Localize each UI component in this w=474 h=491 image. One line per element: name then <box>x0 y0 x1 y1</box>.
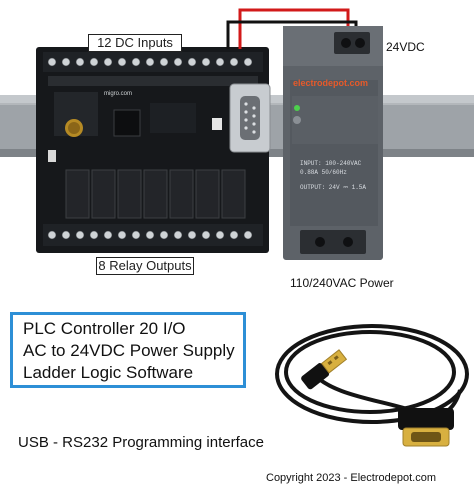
description-line-1: PLC Controller 20 I/O <box>23 319 186 338</box>
psu-input-line1: INPUT: 100-240VAC <box>300 160 362 167</box>
usb-plug <box>301 349 348 390</box>
watermark-text: electrodepot.com <box>293 78 369 88</box>
psu-output-line: OUTPUT: 24V ⎓ 1.5A <box>300 184 366 191</box>
power-supply-module <box>283 26 383 260</box>
db9-port <box>229 83 271 153</box>
copyright-text: Copyright 2023 - Electrodepot.com <box>266 472 436 484</box>
outputs-label: 8 Relay Outputs <box>96 257 194 275</box>
db9-plug <box>398 408 454 447</box>
vdc-label: 24VDC <box>386 40 425 54</box>
description-box: PLC Controller 20 I/O AC to 24VDC Power … <box>10 312 246 388</box>
description-line-2: AC to 24VDC Power Supply <box>23 341 235 360</box>
cable-caption: USB - RS232 Programming interface <box>18 434 264 451</box>
plc-board <box>36 47 269 253</box>
description-line-3: Ladder Logic Software <box>23 363 194 382</box>
board-brand: migro.com <box>104 91 133 97</box>
inputs-label: 12 DC Inputs <box>88 34 182 52</box>
psu-input-line2: 0.88A 50/60Hz <box>300 169 347 176</box>
mains-label: 110/240VAC Power <box>290 276 394 290</box>
